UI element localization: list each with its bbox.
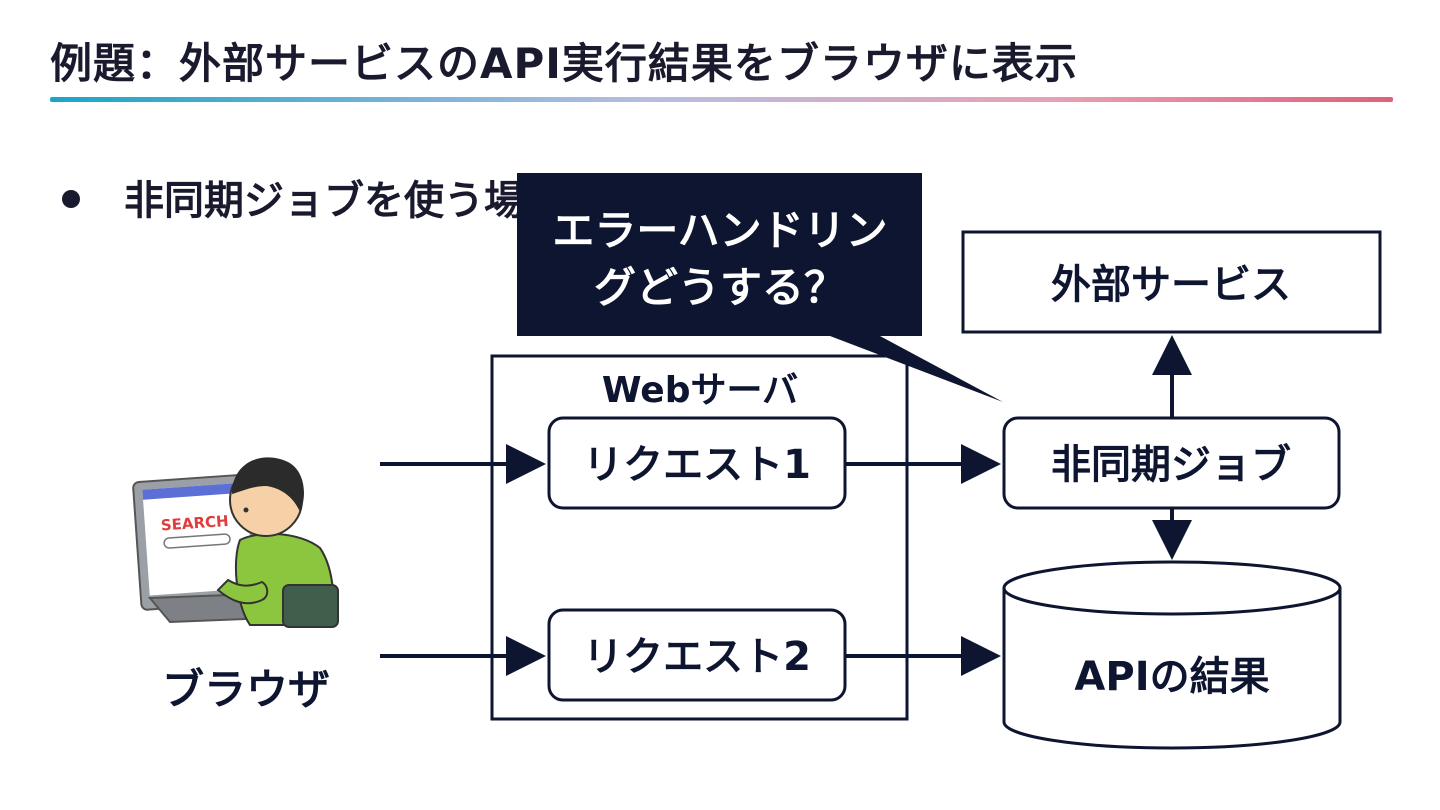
request2-box xyxy=(547,608,847,702)
person-hair xyxy=(232,457,304,512)
callout-line1: エラーハンドリン xyxy=(552,206,887,255)
bullet-dot xyxy=(62,190,80,208)
async-job-box xyxy=(1002,416,1341,510)
search-logo-text: SEARCH xyxy=(160,512,229,535)
request2-label: リクエスト2 xyxy=(583,634,811,680)
api-result-label: APIの結果 xyxy=(1074,654,1269,700)
title-underline xyxy=(50,97,1393,102)
callout-line2: グどうする？ xyxy=(594,263,846,312)
async-job-label: 非同期ジョブ xyxy=(1051,442,1291,488)
external-service-label: 外部サービス xyxy=(1051,262,1291,308)
external-service-box xyxy=(961,230,1382,334)
chair xyxy=(282,584,339,628)
callout-bubble xyxy=(517,173,1003,402)
slide-title: 例題：外部サービスのAPI実行結果をブラウザに表示 xyxy=(50,39,1078,88)
bullet-item: 非同期ジョブを使う場合 xyxy=(62,168,564,226)
browser-user-illustration: SEARCH xyxy=(132,457,339,628)
webserver-label: Webサーバ xyxy=(602,370,798,411)
api-result-database xyxy=(1002,560,1342,750)
request1-label: リクエスト1 xyxy=(583,442,811,488)
bullet-text: 非同期ジョブを使う場合 xyxy=(124,178,564,224)
browser-label: ブラウザ xyxy=(162,665,330,714)
request1-box xyxy=(547,416,847,510)
